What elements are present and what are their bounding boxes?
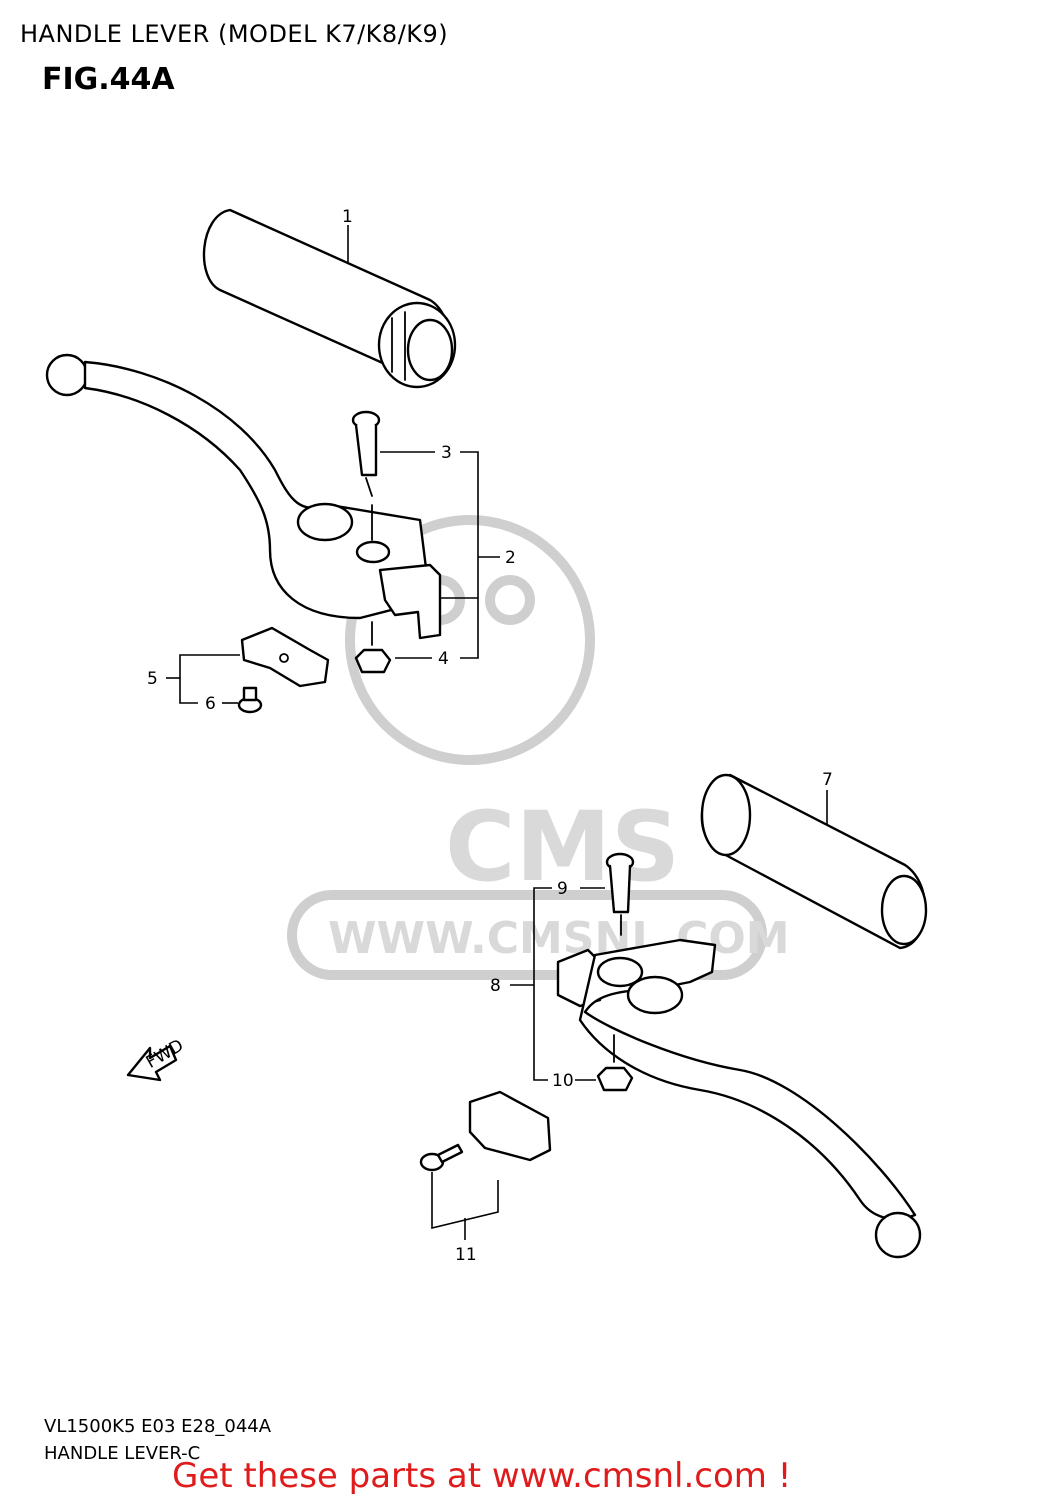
leader-bracket-8: [533, 887, 552, 1081]
callout-4: 4: [438, 649, 449, 669]
watermark-brand-text: CMS: [445, 791, 680, 903]
diagram-title: HANDLE LEVER (MODEL K7/K8/K9): [20, 20, 449, 48]
callout-11: 11: [455, 1245, 477, 1265]
part-1-left-grip: [202, 208, 457, 389]
leader-bracket-5: [179, 654, 240, 704]
leader-lines: [166, 225, 828, 1240]
right-brake-lever: [556, 938, 922, 1259]
callout-8: 8: [490, 976, 501, 996]
part-9-pivot-bolt: [605, 852, 635, 936]
watermark-mascot-eye-right: [485, 575, 535, 625]
leader-bracket-2: [460, 451, 479, 659]
callout-7: 7: [822, 770, 833, 790]
callout-numbers: 1 2 3 4 5 6 7 8 9 10 11: [147, 207, 833, 1265]
fwd-arrow-icon: FWD: [126, 1036, 187, 1082]
part-6-screw: [237, 686, 263, 714]
callout-9: 9: [557, 879, 568, 899]
cms-watermark: CMS WWW.CMSNL.COM: [287, 515, 790, 980]
watermark-url-text: WWW.CMSNL.COM: [328, 913, 790, 964]
diagram-subtitle: HANDLE LEVER-C: [44, 1443, 201, 1464]
part-11-front-brake-switch: [419, 1090, 552, 1172]
figure-number: FIG.44A: [42, 62, 175, 97]
diagram-code: VL1500K5 E03 E28_044A: [44, 1416, 272, 1437]
callout-5: 5: [147, 669, 158, 689]
part-7-right-grip: [700, 773, 928, 950]
callout-2: 2: [505, 548, 516, 568]
callout-3: 3: [441, 443, 452, 463]
promo-link-text[interactable]: Get these parts at www.cmsnl.com !: [172, 1456, 792, 1496]
part-10-nut: [596, 1034, 634, 1092]
part-5-brake-switch: [240, 626, 330, 688]
watermark-mascot-head: [345, 515, 595, 765]
callout-1: 1: [342, 207, 353, 227]
part-3-pivot-bolt: [351, 410, 381, 541]
callout-10: 10: [552, 1071, 574, 1091]
left-clutch-lever: [45, 353, 442, 640]
watermark-banner: [287, 890, 767, 980]
part-4-nut: [354, 621, 392, 674]
callout-6: 6: [205, 694, 216, 714]
